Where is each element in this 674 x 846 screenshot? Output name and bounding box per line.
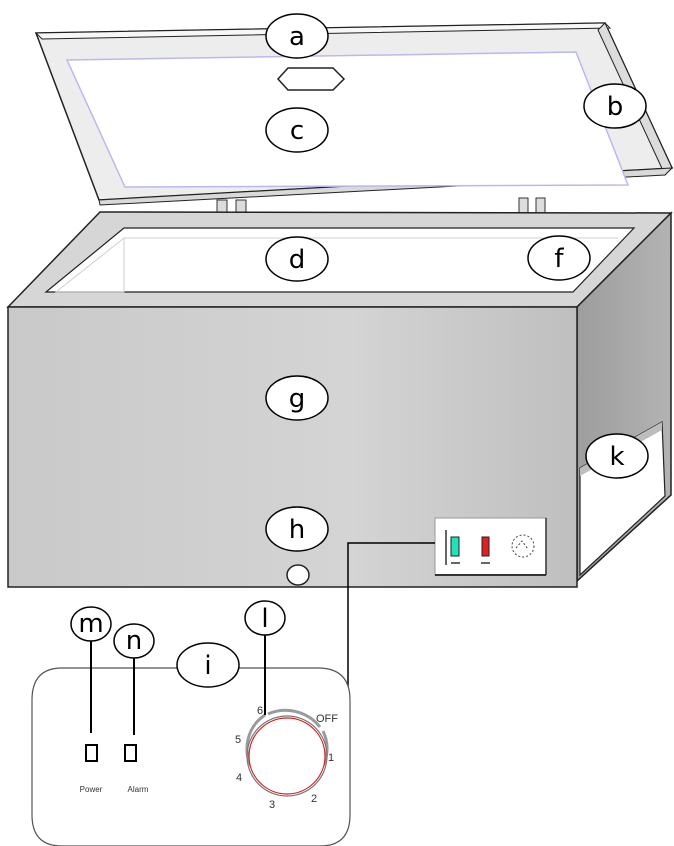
freezer-lid — [34, 22, 674, 206]
label-n: n — [113, 623, 155, 659]
svg-text:i: i — [204, 651, 211, 681]
label-b: b — [583, 83, 647, 129]
svg-text:l: l — [261, 604, 268, 634]
hinge-right-a — [518, 197, 529, 214]
alarm-switch — [124, 744, 137, 762]
label-i: i — [176, 642, 240, 688]
callout-labels: a b c d f g h k i l m n — [70, 13, 649, 688]
power-indicator-light — [450, 536, 460, 557]
lid-door-seal — [65, 51, 630, 188]
cabinet-inner-wall-left — [54, 236, 125, 293]
label-l: l — [244, 600, 286, 636]
alarm-indicator-light — [481, 536, 490, 557]
label-d: d — [265, 236, 329, 282]
label-a: a — [265, 13, 329, 59]
svg-text:m: m — [78, 609, 103, 639]
dial-position-4: 4 — [236, 772, 242, 784]
lid-lock-handle — [276, 67, 346, 91]
svg-text:h: h — [289, 515, 305, 545]
hinge-right-b — [535, 197, 546, 214]
dial-position-off: OFF — [316, 713, 338, 725]
thermostat-knob — [248, 717, 326, 795]
panel-leader-line — [347, 542, 435, 690]
svg-text:g: g — [289, 384, 306, 414]
label-h: h — [265, 506, 329, 552]
power-switch — [85, 744, 98, 762]
cabinet-control-panel — [434, 517, 547, 576]
dial-position-1: 1 — [328, 752, 334, 764]
svg-text:f: f — [554, 244, 564, 274]
label-g: g — [265, 375, 329, 421]
power-label: Power — [80, 785, 103, 794]
label-m: m — [70, 606, 112, 642]
label-k: k — [585, 433, 649, 479]
dial-position-5: 5 — [235, 734, 241, 746]
svg-text:d: d — [289, 245, 306, 275]
alarm-label: Alarm — [128, 785, 149, 794]
svg-text:b: b — [607, 92, 624, 122]
svg-text:n: n — [126, 626, 142, 656]
dial-position-2: 2 — [311, 793, 317, 805]
svg-text:a: a — [289, 22, 305, 52]
drain-plug — [286, 564, 310, 586]
dial-position-3: 3 — [269, 799, 275, 811]
svg-text:c: c — [290, 116, 304, 146]
thermostat-dial-small — [511, 534, 535, 558]
svg-text:k: k — [609, 442, 624, 472]
cabinet-inner-opening — [44, 227, 636, 293]
dial-position-6: 6 — [257, 705, 263, 717]
label-f: f — [527, 235, 591, 281]
enlarged-control-panel: Power Alarm OFF 1 2 3 4 5 6 — [31, 667, 351, 846]
label-c: c — [265, 107, 329, 153]
